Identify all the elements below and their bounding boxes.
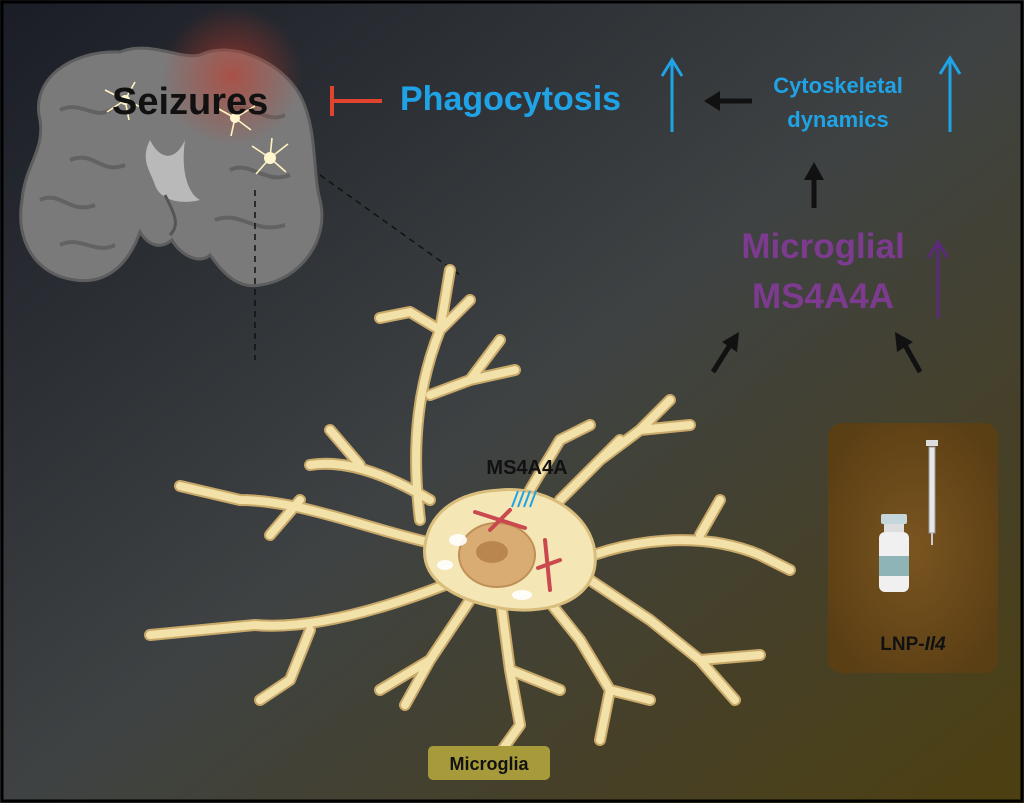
lnp-il4-panel: LNP-Il4 <box>828 423 998 673</box>
microglia-cell-icon <box>144 264 796 766</box>
ms4a4a-receptor-label: MS4A4A <box>486 457 567 479</box>
brain-coronal-section-icon <box>19 6 324 288</box>
up-arrow-icon <box>660 57 684 132</box>
arrow-to-cytoskeletal <box>804 162 824 208</box>
inhibition-bar-icon <box>330 86 382 116</box>
phagocytosis-label: Phagocytosis <box>400 80 621 118</box>
lnp-il4-label: LNP-Il4 <box>880 634 946 655</box>
microglia-badge-label: Microglia <box>449 754 529 774</box>
microglia-badge: Microglia <box>428 746 550 780</box>
arrow-microglia-to-ms4a4a <box>710 332 739 374</box>
ms4a4a-receptor-icon <box>511 490 537 508</box>
vial-icon <box>879 514 909 592</box>
cytoskeletal-label-line2: dynamics <box>787 107 889 132</box>
up-arrow-icon <box>938 55 962 132</box>
seizures-label: Seizures <box>112 81 268 123</box>
arrow-lnp-to-ms4a4a <box>895 332 923 374</box>
arrow-to-phagocytosis <box>704 91 752 111</box>
cytoskeletal-label-line1: Cytoskeletal <box>773 73 903 98</box>
syringe-icon <box>926 440 938 545</box>
up-arrow-icon <box>926 239 950 318</box>
microglial-label-line2: MS4A4A <box>752 277 894 316</box>
microglial-label-line1: Microglial <box>741 227 904 266</box>
